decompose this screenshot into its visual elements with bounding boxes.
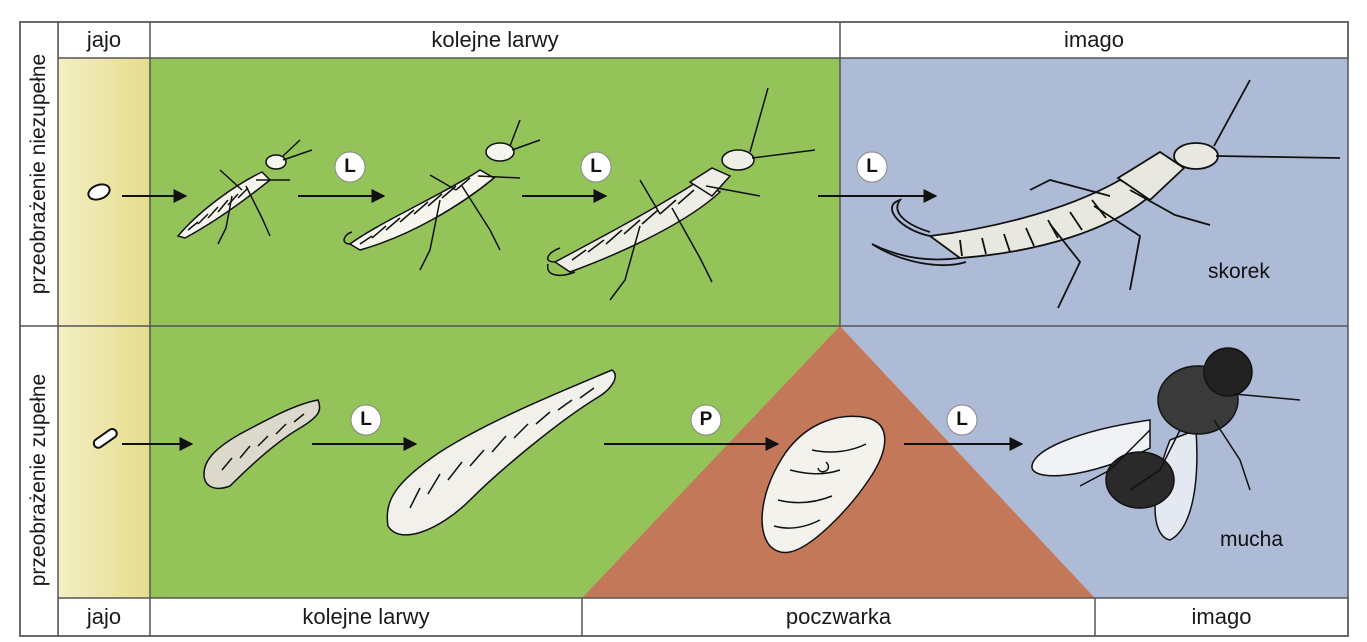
transition-label: P [691, 405, 721, 435]
transition-label: L [581, 152, 611, 182]
bottom-header-pupa: poczwarka [582, 598, 1095, 636]
animal-label-earwig: skorek [1208, 260, 1270, 284]
bottom-header-adult: imago [1095, 598, 1348, 636]
animal-label-fly: mucha [1220, 528, 1283, 552]
top-header-adult: imago [840, 22, 1348, 58]
transition-label: L [857, 152, 887, 182]
egg-zone [58, 58, 150, 598]
transition-label: L [351, 405, 381, 435]
transition-label: L [335, 152, 365, 182]
side-label-incomplete: przeobrażenie niezupełne [21, 22, 57, 326]
transition-label: L [947, 405, 977, 435]
side-label-complete: przeobrażenie zupełne [21, 326, 57, 634]
top-header-larvae: kolejne larwy [150, 22, 840, 58]
top-header-egg: jajo [58, 22, 150, 58]
bottom-header-larvae: kolejne larwy [150, 598, 582, 636]
bottom-header-egg: jajo [58, 598, 150, 636]
